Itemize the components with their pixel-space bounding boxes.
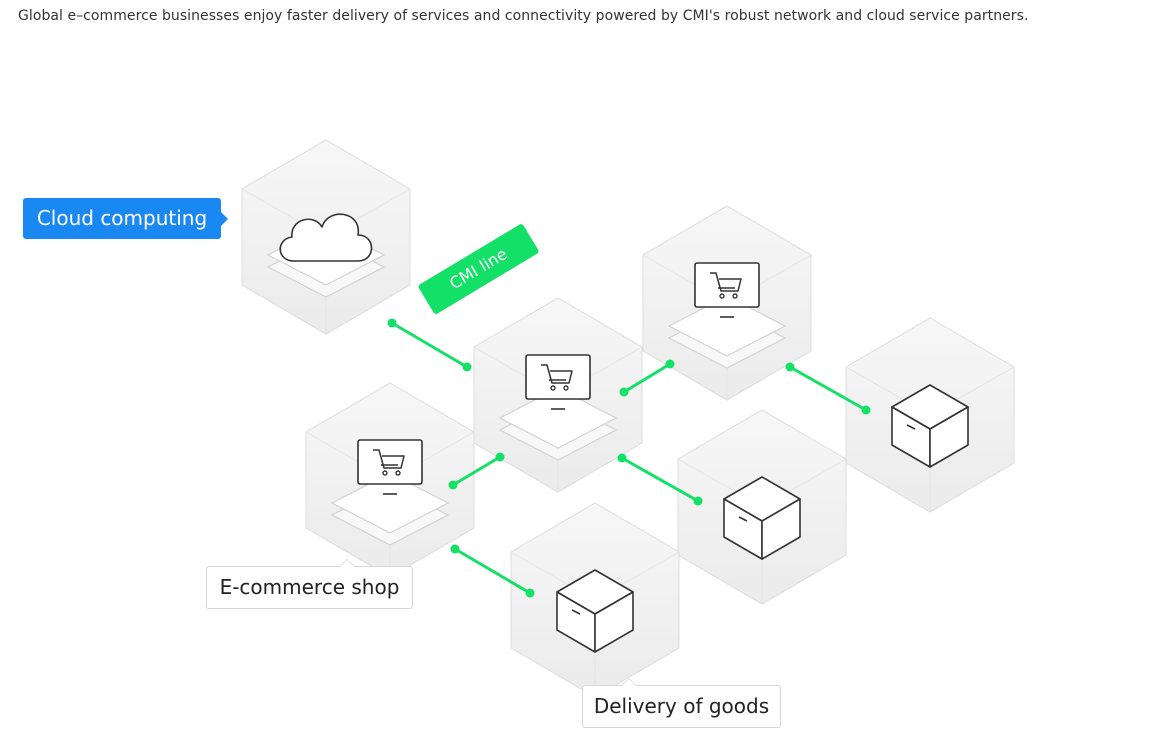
shop-node-center: [473, 297, 643, 493]
cloud-icon: [279, 213, 373, 262]
shop-node-left: [305, 382, 475, 578]
link-cloud-to-center: [391, 321, 468, 369]
shop-node-top-right: [642, 205, 812, 401]
link-center-to-top-right: [623, 362, 671, 394]
intro-text: Global e–commerce businesses enjoy faste…: [18, 8, 1029, 24]
cloud-node: [241, 139, 411, 335]
connection-lines: [387, 318, 871, 598]
box-node-far-right: [845, 317, 1015, 513]
link-center-to-right-box: [621, 456, 699, 503]
cloud-computing-callout: Cloud computing: [23, 198, 228, 239]
link-left-to-bottom-box: [454, 547, 531, 595]
link-left-to-center: [452, 455, 501, 487]
link-top-right-to-far-right: [789, 365, 867, 412]
ecommerce-shop-callout: E-commerce shop: [206, 559, 413, 609]
box-node-right: [677, 409, 847, 605]
box-node-bottom: [510, 502, 680, 698]
delivery-of-goods-callout: Delivery of goods: [582, 678, 781, 728]
